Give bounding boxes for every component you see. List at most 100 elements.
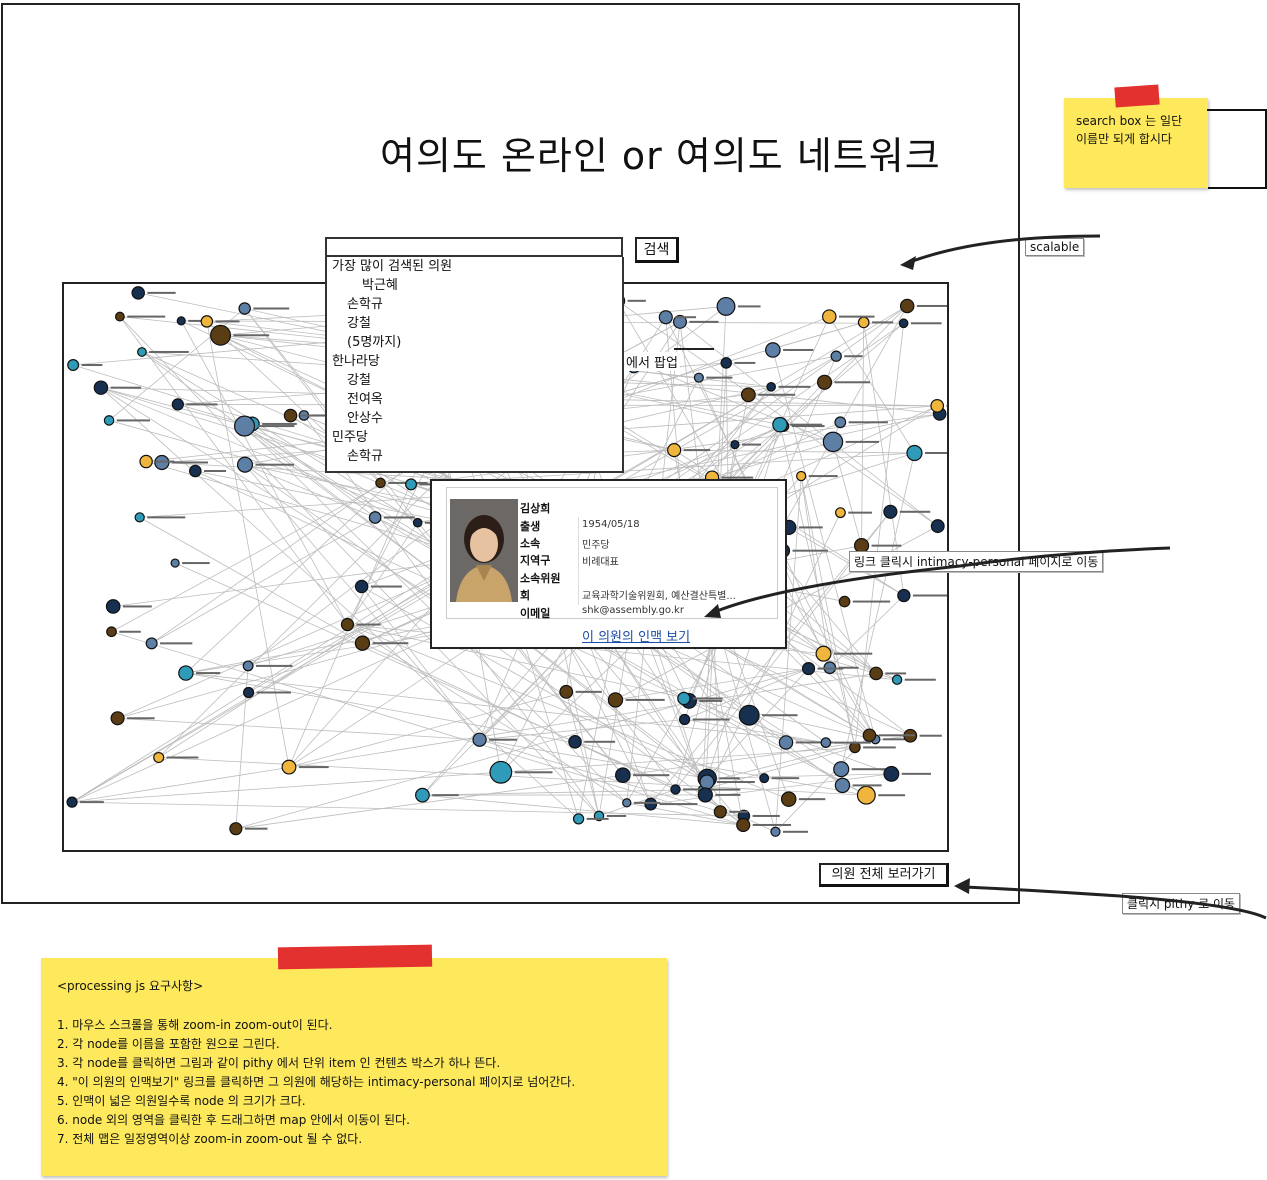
member-node[interactable] bbox=[242, 660, 254, 672]
member-node[interactable] bbox=[699, 774, 715, 790]
member-node[interactable] bbox=[644, 797, 658, 811]
member-node[interactable] bbox=[189, 464, 202, 478]
member-node[interactable] bbox=[114, 311, 125, 322]
member-node[interactable] bbox=[375, 477, 386, 489]
member-node[interactable] bbox=[283, 408, 298, 423]
member-node[interactable] bbox=[615, 767, 631, 784]
member-node[interactable] bbox=[778, 735, 794, 750]
member-node[interactable] bbox=[200, 315, 214, 328]
member-node[interactable] bbox=[472, 732, 487, 747]
member-node[interactable] bbox=[153, 751, 165, 764]
member-node[interactable] bbox=[368, 511, 382, 524]
member-node[interactable] bbox=[93, 380, 109, 395]
member-node[interactable] bbox=[236, 456, 254, 473]
member-node[interactable] bbox=[678, 713, 691, 726]
search-button[interactable]: 검색 bbox=[635, 237, 679, 263]
search-input[interactable] bbox=[325, 237, 623, 257]
member-node[interactable] bbox=[822, 431, 844, 453]
member-node[interactable] bbox=[171, 398, 184, 411]
member-node[interactable] bbox=[176, 316, 186, 326]
member-node[interactable] bbox=[658, 310, 673, 325]
member-node[interactable] bbox=[354, 635, 371, 651]
view-network-link[interactable]: 이 의원의 인맥 보기 bbox=[582, 630, 691, 645]
member-node[interactable] bbox=[856, 785, 876, 805]
member-node[interactable] bbox=[738, 704, 760, 726]
member-node[interactable] bbox=[730, 439, 740, 450]
member-node[interactable] bbox=[801, 661, 816, 676]
member-node[interactable] bbox=[883, 504, 898, 519]
member-node[interactable] bbox=[770, 826, 781, 837]
member-node[interactable] bbox=[833, 761, 850, 778]
member-node[interactable] bbox=[242, 686, 255, 699]
dropdown-item[interactable]: 전여옥 bbox=[347, 392, 383, 407]
view-all-members-button[interactable]: 의원 전체 보러가기 bbox=[819, 863, 949, 887]
member-node[interactable] bbox=[210, 324, 232, 346]
member-node[interactable] bbox=[772, 416, 788, 433]
dropdown-item[interactable]: 강철 bbox=[347, 316, 371, 331]
member-node[interactable] bbox=[834, 416, 847, 429]
member-node[interactable] bbox=[716, 296, 736, 316]
member-node[interactable] bbox=[857, 316, 870, 329]
member-node[interactable] bbox=[849, 741, 861, 754]
member-node[interactable] bbox=[178, 665, 194, 681]
member-node[interactable] bbox=[572, 813, 585, 825]
member-node[interactable] bbox=[139, 454, 153, 469]
member-node[interactable] bbox=[105, 599, 121, 614]
member-node[interactable] bbox=[898, 318, 909, 329]
member-node[interactable] bbox=[765, 342, 781, 358]
member-node[interactable] bbox=[820, 737, 832, 748]
member-node[interactable] bbox=[713, 805, 727, 819]
member-node[interactable] bbox=[780, 791, 797, 807]
member-node[interactable] bbox=[897, 588, 911, 603]
member-node[interactable] bbox=[110, 711, 125, 726]
member-node[interactable] bbox=[906, 444, 923, 462]
member-node[interactable] bbox=[759, 773, 770, 784]
member-node[interactable] bbox=[838, 595, 851, 608]
dropdown-item[interactable]: 손학규 bbox=[347, 297, 383, 312]
member-node[interactable] bbox=[131, 286, 145, 300]
member-node[interactable] bbox=[103, 415, 115, 426]
member-node[interactable] bbox=[238, 302, 251, 315]
member-node[interactable] bbox=[697, 787, 713, 803]
member-node[interactable] bbox=[869, 666, 883, 681]
member-node[interactable] bbox=[489, 760, 513, 784]
member-node[interactable] bbox=[930, 519, 945, 534]
member-node[interactable] bbox=[229, 822, 243, 836]
member-node[interactable] bbox=[736, 817, 751, 833]
member-node[interactable] bbox=[766, 382, 776, 392]
member-node[interactable] bbox=[796, 470, 807, 482]
member-node[interactable] bbox=[170, 558, 180, 568]
dropdown-item[interactable]: 박근혜 bbox=[362, 278, 398, 293]
member-node[interactable] bbox=[415, 787, 430, 803]
dropdown-item[interactable]: 강철 bbox=[347, 373, 371, 388]
member-node[interactable] bbox=[145, 637, 158, 650]
member-node[interactable] bbox=[834, 777, 851, 794]
member-node[interactable] bbox=[930, 398, 945, 413]
member-node[interactable] bbox=[233, 415, 256, 437]
member-node[interactable] bbox=[568, 734, 582, 749]
member-node[interactable] bbox=[405, 478, 418, 491]
member-node[interactable] bbox=[862, 728, 877, 743]
member-node[interactable] bbox=[281, 759, 297, 775]
member-node[interactable] bbox=[830, 350, 842, 362]
member-node[interactable] bbox=[670, 784, 681, 795]
member-node[interactable] bbox=[622, 798, 632, 808]
member-node[interactable] bbox=[816, 374, 833, 390]
member-node[interactable] bbox=[883, 765, 900, 782]
member-node[interactable] bbox=[815, 645, 832, 662]
dropdown-item[interactable]: 손학규 bbox=[347, 449, 383, 464]
member-node[interactable] bbox=[354, 579, 369, 594]
member-node[interactable] bbox=[667, 443, 682, 458]
member-node[interactable] bbox=[412, 517, 423, 528]
member-node[interactable] bbox=[106, 626, 117, 638]
member-node[interactable] bbox=[891, 674, 903, 685]
member-node[interactable] bbox=[693, 372, 704, 383]
member-node[interactable] bbox=[340, 617, 355, 632]
member-node[interactable] bbox=[740, 387, 756, 403]
member-node[interactable] bbox=[607, 692, 624, 708]
member-node[interactable] bbox=[822, 309, 837, 324]
member-node[interactable] bbox=[720, 357, 732, 369]
member-node[interactable] bbox=[66, 796, 78, 808]
member-node[interactable] bbox=[67, 359, 80, 372]
member-node[interactable] bbox=[677, 691, 691, 706]
